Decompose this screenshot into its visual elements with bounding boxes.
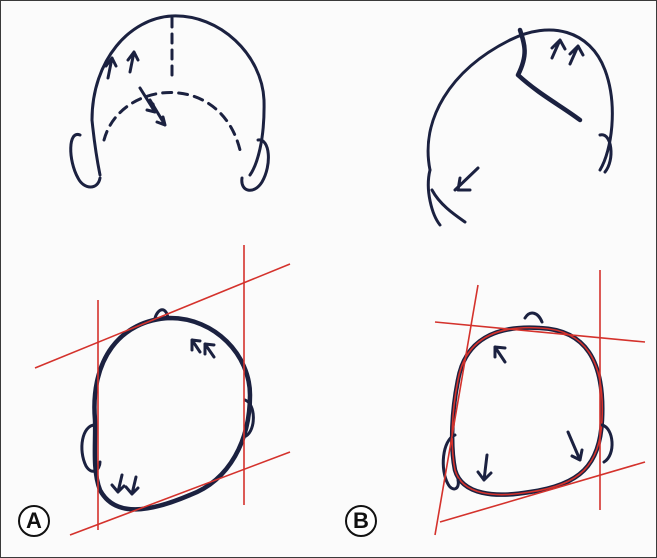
panel-label-b: B: [345, 505, 377, 537]
growth-arrows-b-top: [478, 347, 582, 480]
guide-line-top-b: [435, 322, 645, 342]
growth-arrows-top-a: [112, 340, 214, 494]
head-top-view-a: [35, 245, 290, 535]
head-side-view-b: [428, 30, 612, 225]
growth-arrows-b: [552, 40, 583, 64]
panel-label-a: A: [18, 505, 50, 537]
head-top-view-b: [435, 270, 645, 535]
guide-line-bottom-b: [440, 462, 645, 522]
guide-line-top-a: [35, 264, 290, 368]
head-back-view-a: [71, 16, 269, 190]
growth-arrows-a: [106, 52, 165, 125]
